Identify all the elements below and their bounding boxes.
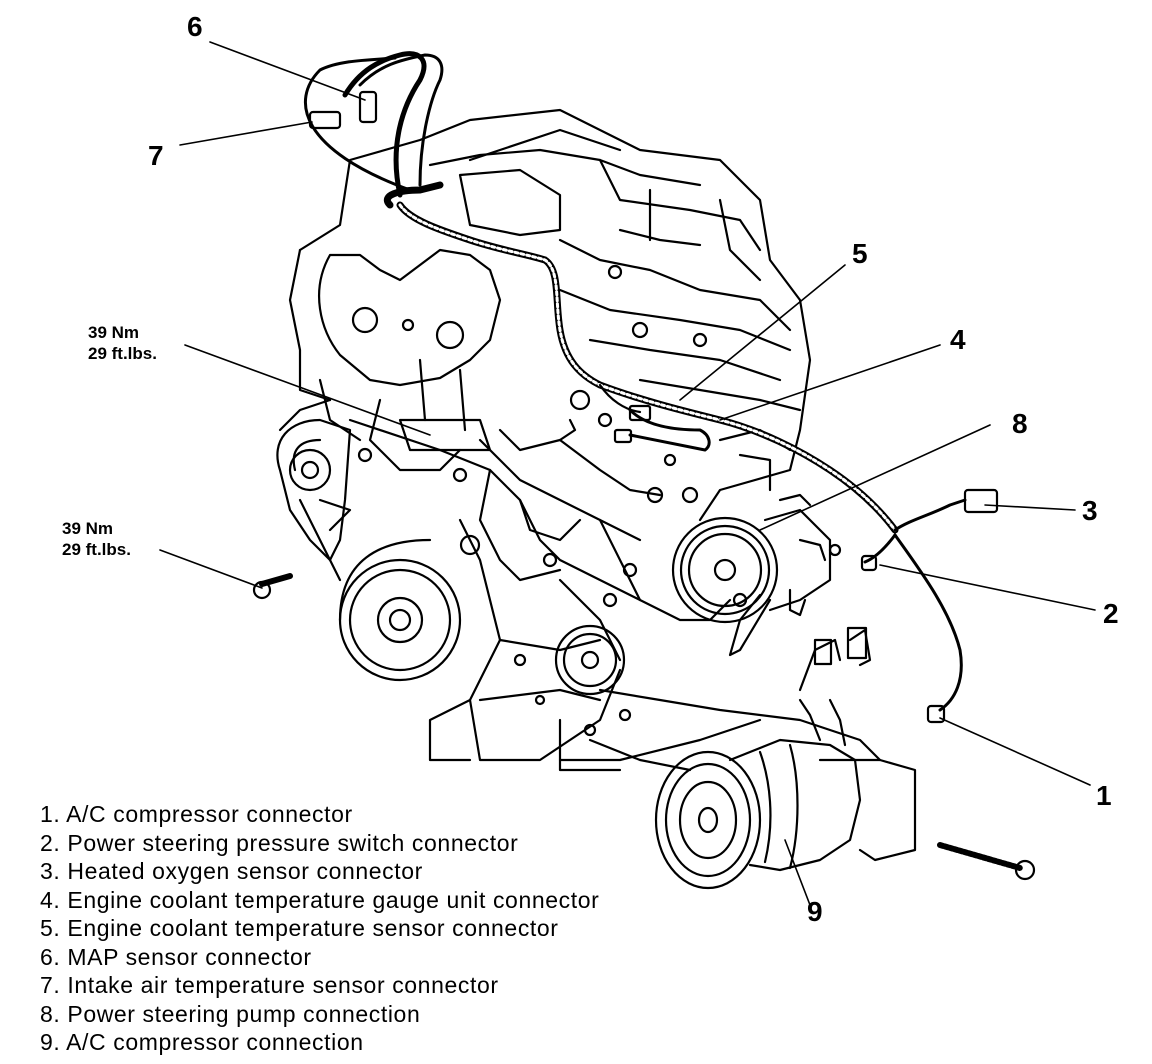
legend-item: 3. Heated oxygen sensor connector <box>40 858 423 884</box>
bolts <box>252 573 1036 881</box>
legend-item: 6. MAP sensor connector <box>40 943 312 970</box>
callout-6: 6 <box>187 11 203 42</box>
ho2s-connector <box>963 488 999 514</box>
callout-7: 7 <box>148 140 164 171</box>
leader-9 <box>784 839 811 906</box>
water-pump-pulley <box>554 624 626 696</box>
torque-spec-upper: 39 Nm 29 ft.lbs. <box>88 322 157 364</box>
leader-2 <box>879 564 1096 611</box>
legend-item: 5. Engine coolant temperature sensor con… <box>40 915 559 941</box>
callout-3: 3 <box>1082 495 1098 526</box>
callout-8: 8 <box>1012 408 1028 439</box>
legend: 1. A/C compressor connector 2. Power ste… <box>40 800 599 1057</box>
legend-item: 1. A/C compressor connector <box>40 801 353 827</box>
callout-1: 1 <box>1096 780 1112 811</box>
torque-spec-lower: 39 Nm 29 ft.lbs. <box>62 518 131 560</box>
wiring-harness <box>304 51 967 712</box>
leader-5 <box>679 264 846 401</box>
crank-pulley <box>338 538 462 682</box>
leader-1 <box>939 717 1091 786</box>
power-steering-pump <box>671 493 842 657</box>
leader-lines <box>159 41 1096 906</box>
leader-8 <box>759 424 991 531</box>
leader-3 <box>984 504 1076 511</box>
leader-6 <box>209 41 366 101</box>
timing-cover <box>318 248 502 483</box>
ect-gauge-connector <box>613 428 633 444</box>
ps-pressure-switch-connector <box>860 554 878 572</box>
callout-2: 2 <box>1103 598 1119 629</box>
callout-9: 9 <box>807 896 823 927</box>
legend-item: 4. Engine coolant temperature gauge unit… <box>40 886 600 913</box>
torque-ftlbs: 29 ft.lbs. <box>88 344 157 363</box>
torque-ftlbs: 29 ft.lbs. <box>62 540 131 559</box>
legend-item: 9. A/C compressor connection <box>40 1029 364 1055</box>
map-sensor-connector <box>358 90 378 124</box>
leader-4 <box>719 344 941 421</box>
legend-item: 2. Power steering pressure switch connec… <box>40 829 519 856</box>
legend-item: 7. Intake air temperature sensor connect… <box>40 972 499 998</box>
connectors <box>308 90 999 724</box>
leader-torque-2 <box>159 549 263 589</box>
leader-torque-1 <box>184 344 431 436</box>
drive-belt <box>276 398 352 582</box>
callout-4: 4 <box>950 324 966 355</box>
ac-compressor <box>588 626 917 890</box>
ect-sensor-connector <box>628 404 652 422</box>
legend-item: 8. Power steering pump connection <box>40 1000 421 1027</box>
torque-nm: 39 Nm <box>62 519 114 538</box>
leader-7 <box>179 121 313 146</box>
callout-5: 5 <box>852 238 868 269</box>
ac-compressor-connector <box>926 704 946 724</box>
iat-sensor-connector <box>308 110 342 130</box>
torque-nm: 39 Nm <box>88 323 140 342</box>
